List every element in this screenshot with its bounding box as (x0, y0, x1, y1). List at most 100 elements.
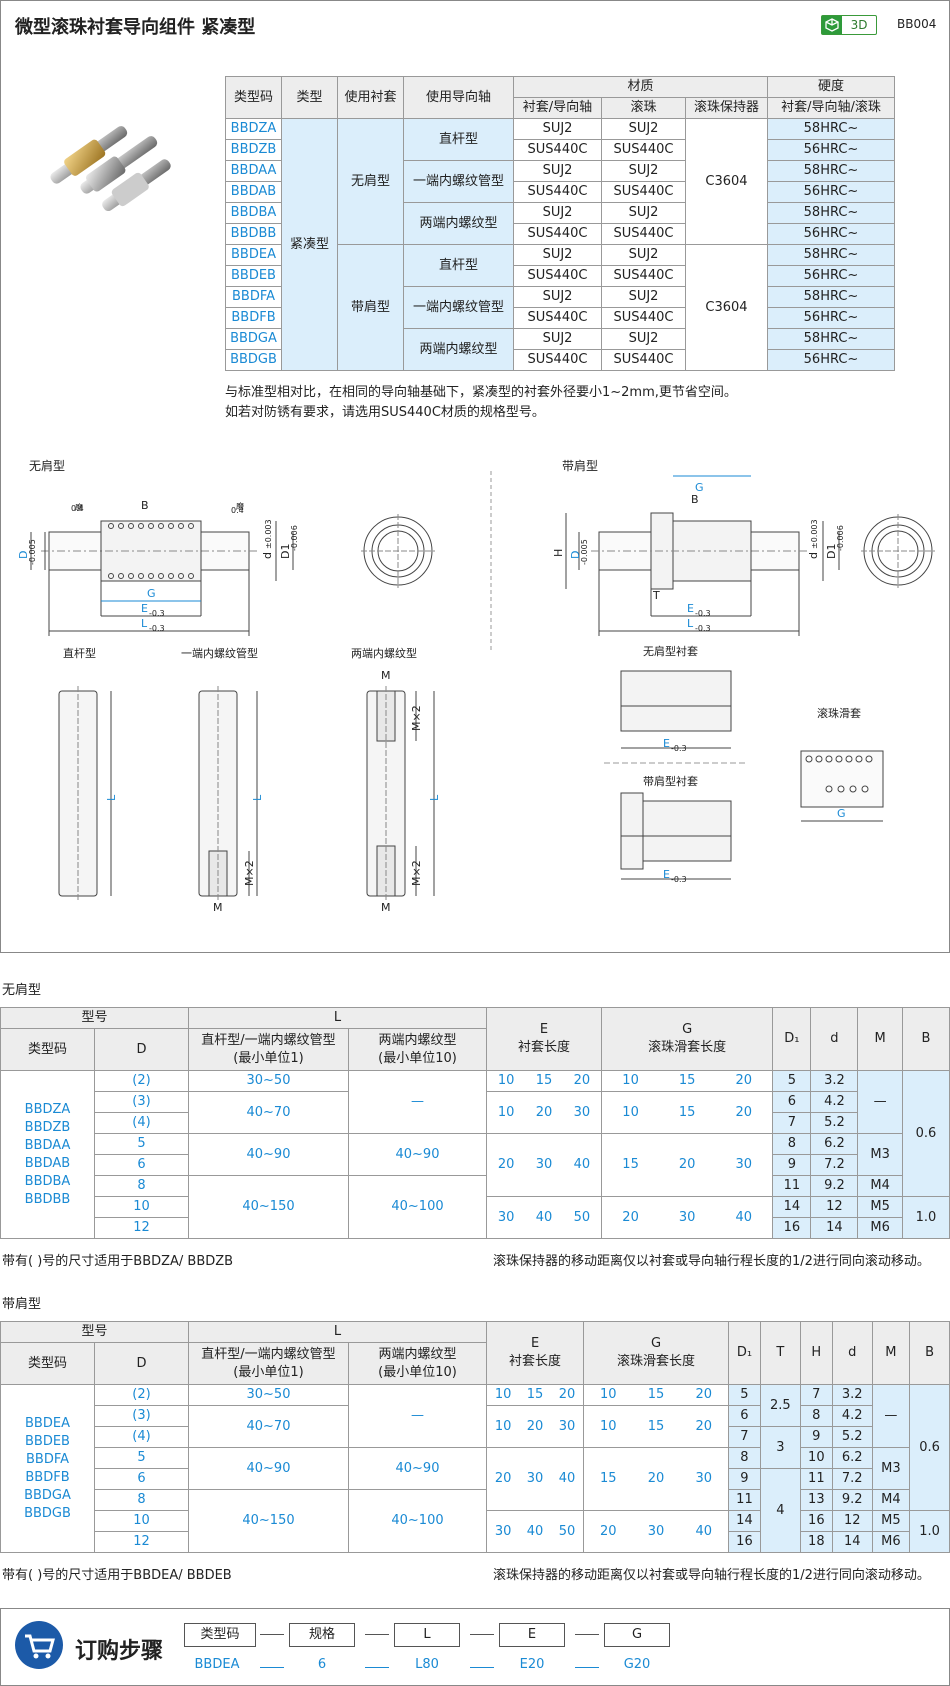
D-cell: (2) (94, 1384, 189, 1406)
shaft-cell: 两端内螺纹型 (403, 202, 514, 245)
ball (835, 755, 843, 763)
type-code[interactable]: BBDGA (225, 328, 282, 350)
hardness-cell: 56HRC~ (767, 181, 895, 203)
D-cell: 6 (94, 1468, 189, 1490)
d-cell: 4.2 (831, 1405, 873, 1427)
material-cell: SUS440C (601, 307, 686, 329)
type-code[interactable]: BBDGB (225, 349, 282, 371)
dim-D1: D1 (825, 544, 838, 559)
d-cell: 5.2 (810, 1112, 859, 1134)
G-cell: 10 (583, 1405, 633, 1448)
D1-cell: 14 (727, 1510, 762, 1532)
hardness-cell: 56HRC~ (767, 349, 895, 371)
dim-MX2: M×2 (243, 860, 256, 886)
ball (837, 785, 845, 793)
E-cell: 30 (486, 1196, 526, 1239)
material-cell: SUJ2 (513, 202, 602, 224)
D-cell: 8 (94, 1489, 189, 1511)
shaft-cell: 一端内螺纹管型 (403, 160, 514, 203)
M-cell: M5 (857, 1196, 903, 1218)
material-cell: SUS440C (601, 223, 686, 245)
type-codes[interactable]: BBDEA BBDEB BBDFA BBDFB BBDGA BBDGB (0, 1384, 95, 1553)
D-cell: 8 (94, 1175, 189, 1197)
dim-D1: D1 (279, 544, 292, 559)
dim-L-tol: -0.3 (149, 624, 165, 633)
type-code[interactable]: BBDFA (225, 286, 282, 308)
bushing-cell: 无肩型 (337, 118, 404, 245)
retainer-cell: C3604 (685, 244, 768, 371)
E-cell: 20 (525, 1091, 563, 1134)
material-table: 类型码 类型 使用衬套 使用导向轴 材质 硬度 衬套/导向轴 滚珠 滚珠保持器 … (225, 76, 895, 371)
type-code[interactable]: BBDFB (225, 307, 282, 329)
order-field-value: L80 (415, 1657, 439, 1672)
type-code[interactable]: BBDAB (225, 181, 282, 203)
material-cell: SUJ2 (601, 202, 686, 224)
3d-model-button[interactable]: 3D (821, 15, 877, 35)
order-separator (470, 1667, 494, 1668)
product-panel: 微型滚珠衬套导向组件 紧凑型 3D BB004 类型码 类型 (0, 0, 950, 953)
E-cell: 30 (525, 1133, 563, 1197)
shaft-cell: 直杆型 (403, 244, 514, 287)
dim-H: H (552, 549, 565, 557)
type-code[interactable]: BBDEA (225, 244, 282, 266)
header-M: M (857, 1007, 903, 1071)
material-cell: SUS440C (513, 349, 602, 371)
type-code[interactable]: BBDAA (225, 160, 282, 182)
G-cell: 10 (583, 1384, 633, 1406)
M-cell: — (871, 1384, 911, 1448)
dim-B: B (691, 493, 699, 506)
D1-cell: 6 (772, 1091, 812, 1113)
type-code[interactable]: BBDBA (225, 202, 282, 224)
hardness-cell: 58HRC~ (767, 286, 895, 308)
order-field-value: E20 (519, 1657, 545, 1672)
type-code[interactable]: BBDZA (225, 118, 282, 140)
D1-cell: 11 (772, 1175, 812, 1197)
header-material: 材质 (513, 76, 768, 98)
ball (148, 523, 154, 529)
dim-d: d (807, 552, 820, 559)
footnote-right: 滚珠保持器的移动距离仅以衬套或导向轴行程长度的1/2进行同向滚动移动。 (493, 1254, 930, 1269)
header-bushing: 使用衬套 (337, 76, 404, 119)
ball (118, 523, 124, 529)
order-separator (260, 1667, 284, 1668)
material-cell: SUS440C (601, 181, 686, 203)
material-cell: SUS440C (513, 181, 602, 203)
L1-cell: 40~150 (188, 1489, 349, 1553)
product-photo (50, 126, 171, 211)
material-cell: SUS440C (601, 265, 686, 287)
H-cell: 18 (799, 1531, 833, 1553)
ball (861, 785, 869, 793)
type-code[interactable]: BBDZB (225, 139, 282, 161)
header-mat-sub: 滚珠保持器 (685, 97, 768, 119)
d-cell: 3.2 (831, 1384, 873, 1406)
type-cell: 紧凑型 (281, 118, 338, 371)
dim-D1-tol: -0.006 (290, 525, 299, 551)
G-cell: 20 (715, 1091, 774, 1134)
dim-E-tol: -0.3 (149, 609, 165, 618)
header-D: D (94, 1342, 189, 1385)
material-cell: SUS440C (513, 223, 602, 245)
E-cell: 20 (486, 1447, 520, 1511)
type-codes[interactable]: BBDZA BBDZB BBDAA BBDAB BBDBA BBDBB (0, 1070, 95, 1239)
type-code[interactable]: BBDBB (225, 223, 282, 245)
order-field-box: G (604, 1623, 670, 1647)
E-cell: 20 (486, 1133, 526, 1197)
order-separator (260, 1634, 284, 1635)
header-T: T (760, 1321, 801, 1385)
dim-E-tol: -0.3 (671, 875, 687, 884)
type-code[interactable]: BBDEB (225, 265, 282, 287)
M-cell: M5 (871, 1510, 911, 1532)
B-cell: 1.0 (901, 1196, 950, 1239)
hardness-cell: 56HRC~ (767, 139, 895, 161)
ball (849, 785, 857, 793)
E-cell: 50 (562, 1196, 602, 1239)
header-shaft: 使用导向轴 (403, 76, 514, 119)
E-cell: 30 (486, 1510, 520, 1553)
material-cell: SUS440C (513, 139, 602, 161)
dim-G: G (147, 587, 156, 600)
shaft-cell: 一端内螺纹管型 (403, 286, 514, 329)
dim-G: G (695, 481, 704, 494)
